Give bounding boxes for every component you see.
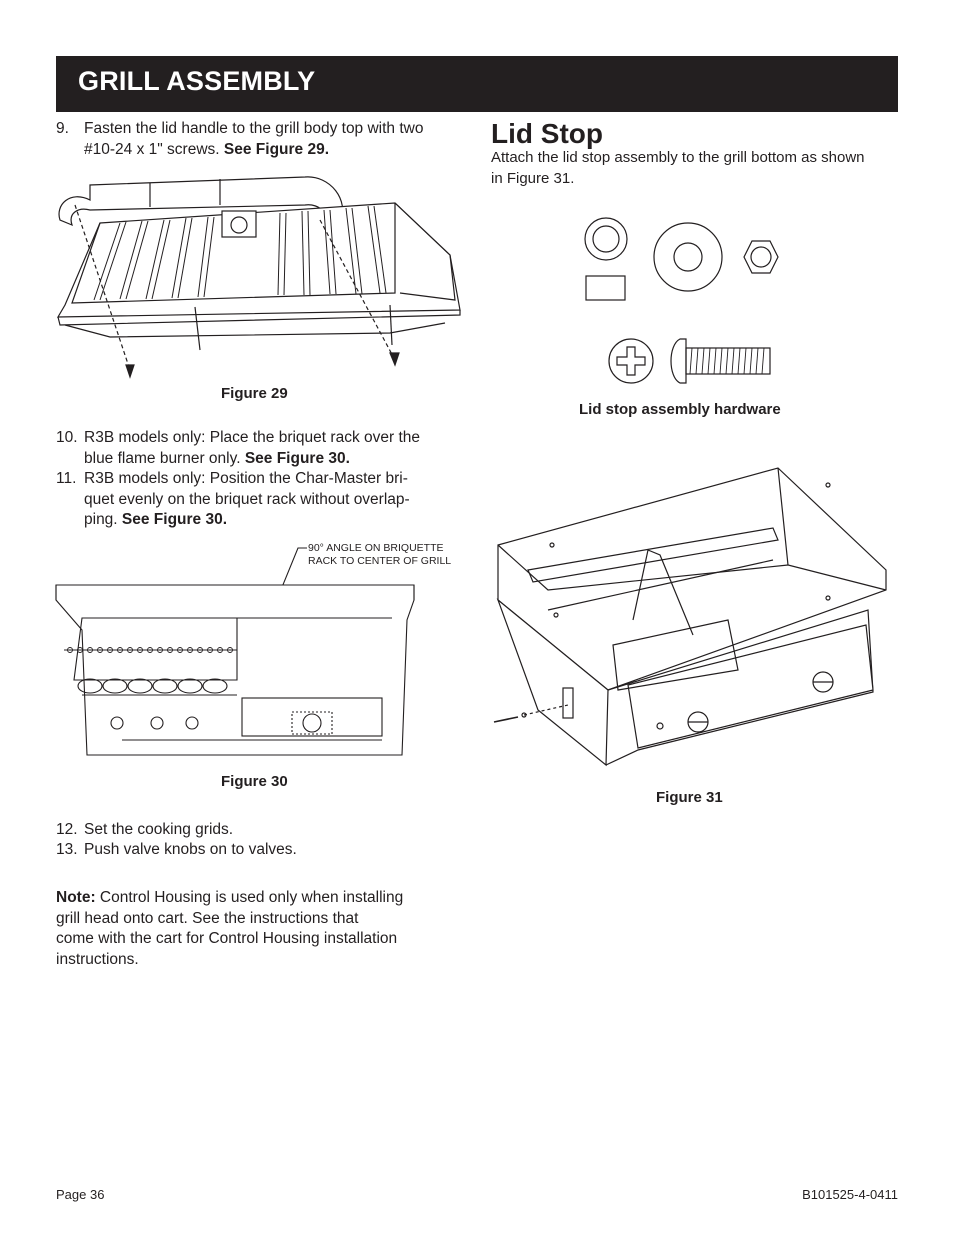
page-number: Page 36 [56,1187,105,1202]
figure-30-caption: Figure 30 [221,773,288,790]
header-bar: GRILL ASSEMBLY [56,56,898,112]
step-text: ping. [84,511,122,528]
step-number: 12. [56,821,78,838]
step-text: Push valve knobs on to valves. [84,841,297,858]
step-text: R3B models only: Position the Char-Maste… [84,470,408,487]
note-text: grill head onto cart. See the instructio… [56,909,359,927]
step-text: #10-24 x 1" screws. [84,140,224,158]
hardware-caption: Lid stop assembly hardware [579,401,781,418]
figure-30-callout: 90° ANGLE ON BRIQUETTE RACK TO CENTER OF… [308,542,451,568]
step-number: 9. [56,120,69,137]
section-heading: Lid Stop [491,118,603,149]
figure-30-briquet-rack-illustration [55,547,415,756]
note-block: Note: Control Housing is used only when … [56,888,466,970]
note-text: instructions. [56,950,139,968]
step-text: R3B models only: Place the briquet rack … [84,429,421,446]
step-text: Set the cooking grids. [84,821,234,838]
step-text: quet evenly on the briquet rack without … [84,490,410,508]
step-number: 11. [56,470,77,487]
figure-reference: See Figure 30. [244,449,350,467]
callout-line: 90° ANGLE ON BRIQUETTE [308,542,444,554]
document-number: B101525-4-0411 [802,1187,898,1202]
note-text: come with the cart for Control Housing i… [56,930,398,947]
figure-reference: See Figure 30. [121,511,228,528]
figure-29-lid-handle-illustration [56,176,461,379]
lid-stop-hardware-illustration [584,217,779,384]
figure-31-caption: Figure 31 [656,789,723,806]
intro-text: Attach the lid stop assembly to the gril… [491,149,865,166]
note-text: Control Housing is used only when instal… [95,889,404,906]
step-number: 13. [56,841,78,858]
callout-line: RACK TO CENTER OF GRILL [308,555,452,567]
lid-stop-intro: Attach the lid stop assembly to the gril… [491,148,901,189]
figure-reference: See Figure 29. [223,140,330,158]
step-text: blue flame burner only. [84,449,245,467]
intro-text: in Figure 31. [491,169,575,187]
page-title: GRILL ASSEMBLY [78,66,316,96]
figure-31-lid-stop-illustration [493,467,887,767]
step-number: 10. [56,429,78,446]
step-text: Fasten the lid handle to the grill body … [84,120,424,137]
note-label: Note: [56,889,96,906]
figure-29-caption: Figure 29 [221,385,288,402]
